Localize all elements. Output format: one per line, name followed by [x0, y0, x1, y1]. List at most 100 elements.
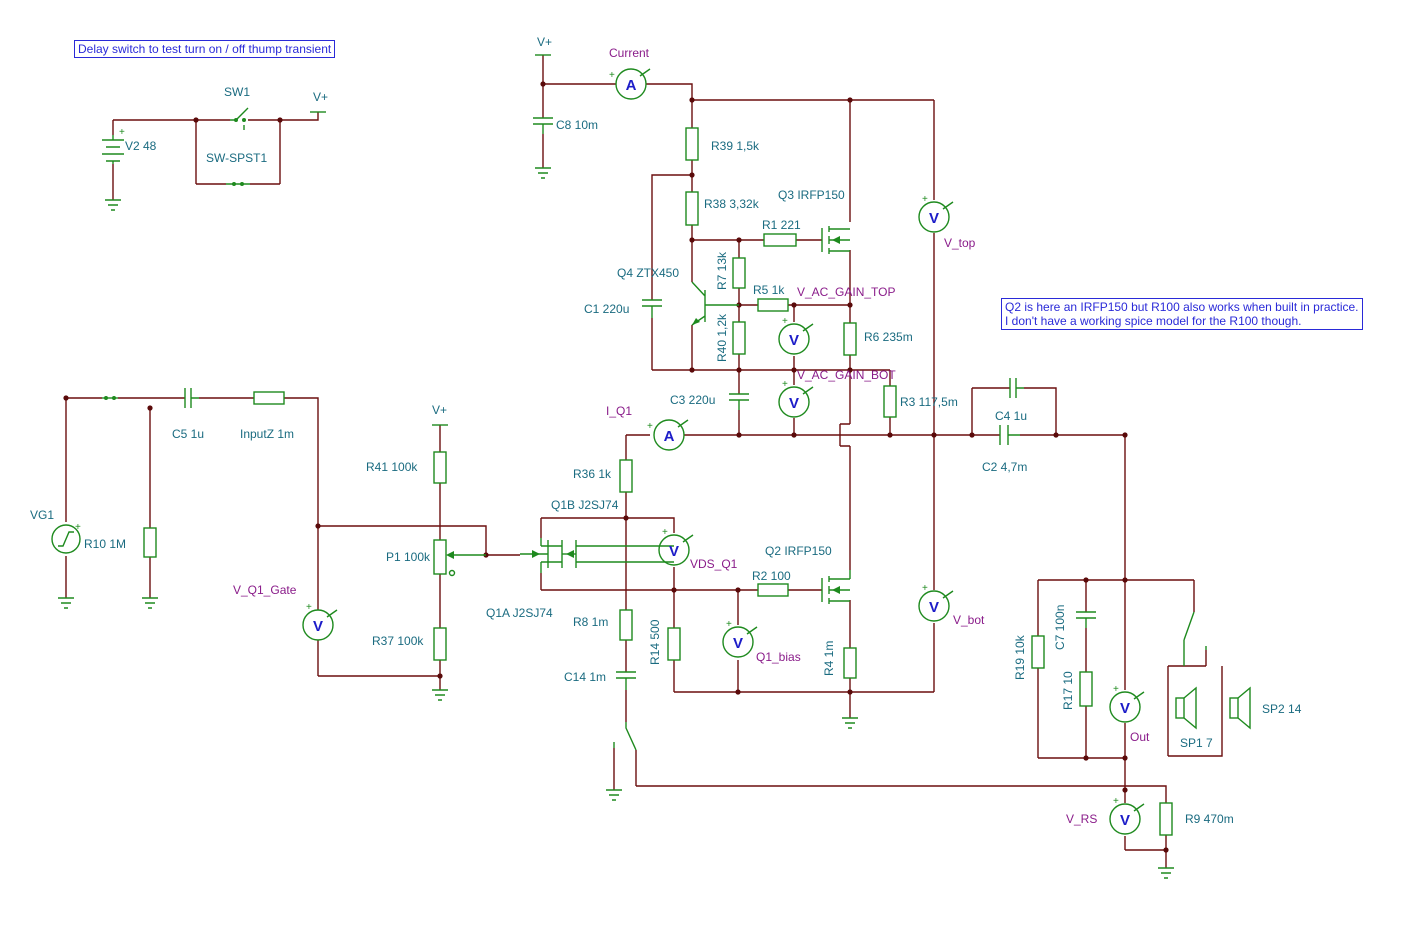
label-v-ac-gain-top: V_AC_GAIN_TOP: [797, 285, 895, 299]
supply-terminals: [310, 54, 551, 426]
speaker-switch[interactable]: [1183, 611, 1207, 666]
voltmeter-v-top: V+: [918, 194, 954, 233]
label-c8: C8 10m: [556, 118, 598, 132]
voltmeter-v-rs: V+: [1109, 796, 1145, 835]
c8-capacitor: [533, 117, 553, 134]
generator-vg1[interactable]: +: [51, 522, 81, 554]
r6-resistor: [843, 322, 857, 356]
resistors[interactable]: [143, 127, 1173, 836]
q3-mosfet[interactable]: [821, 226, 850, 254]
label-r3: R3 117,5m: [900, 395, 958, 409]
label-r10: R10 1M: [84, 537, 126, 551]
label-r7: R7 13k: [715, 251, 729, 290]
svg-text:+: +: [647, 421, 653, 432]
label-v-ac-gain-bot: V_AC_GAIN_BOT: [797, 368, 896, 382]
label-r37: R37 100k: [372, 634, 424, 648]
ground-symbols: [58, 167, 1174, 879]
label-c14: C14 1m: [564, 670, 606, 684]
label-r36: R36 1k: [573, 467, 612, 481]
r37-resistor: [433, 627, 447, 661]
q1a-jfet[interactable]: [520, 540, 674, 568]
capacitors[interactable]: [184, 117, 1096, 690]
svg-text:V: V: [733, 635, 743, 652]
voltmeter-vds-q1: V+: [658, 527, 694, 566]
component-labels: V2 48 SW1 SW-SPST1 V+ V+ V+ C8 10m Curre…: [30, 35, 1302, 826]
q2-note-line-1: Q2 is here an IRFP150 but R100 also work…: [1005, 300, 1359, 314]
label-r19: R19 10k: [1013, 634, 1027, 680]
label-q1-bias: Q1_bias: [756, 650, 801, 664]
junction-dots: [63, 81, 1169, 853]
label-sp2: SP2 14: [1262, 702, 1302, 716]
r7-resistor: [732, 257, 746, 289]
label-c7: C7 100n: [1053, 605, 1067, 650]
label-v-q1-gate: V_Q1_Gate: [233, 583, 297, 597]
speaker-sp1[interactable]: [1175, 686, 1197, 730]
svg-text:V: V: [929, 599, 939, 616]
delay-switch-note: Delay switch to test turn on / off thump…: [74, 40, 336, 58]
c5-capacitor: [184, 388, 199, 408]
speaker-sp2[interactable]: [1229, 686, 1251, 730]
c3-capacitor: [729, 393, 749, 410]
label-i-q1: I_Q1: [606, 404, 632, 418]
label-out: Out: [1130, 730, 1150, 744]
svg-text:V: V: [789, 395, 799, 412]
r4-resistor: [843, 647, 857, 679]
label-q3: Q3 IRFP150: [778, 188, 845, 202]
label-c1: C1 220u: [584, 302, 629, 316]
q2-note-line-2: I don't have a working spice model for t…: [1005, 314, 1302, 328]
label-q4: Q4 ZTX450: [617, 266, 679, 280]
label-c4: C4 1u: [995, 409, 1027, 423]
r39-resistor: [685, 127, 699, 161]
label-r17: R17 10: [1061, 671, 1075, 710]
label-r5: R5 1k: [753, 283, 785, 297]
svg-text:+: +: [609, 70, 615, 81]
label-c2: C2 4,7m: [982, 460, 1027, 474]
r3-resistor: [883, 385, 897, 418]
label-vg1: VG1: [30, 508, 54, 522]
svg-text:+: +: [922, 583, 928, 594]
r19-resistor: [1031, 635, 1045, 669]
svg-text:+: +: [75, 522, 81, 533]
p1-wiper[interactable]: [446, 551, 486, 577]
label-v-bot: V_bot: [953, 613, 985, 627]
c2-capacitor: [999, 425, 1020, 445]
q4-bjt[interactable]: [691, 281, 739, 326]
voltmeter-ac-gain-top: V+: [778, 316, 814, 355]
input-switch[interactable]: [102, 396, 118, 400]
label-c3: C3 220u: [670, 393, 715, 407]
r2-resistor: [757, 583, 789, 597]
svg-text:+: +: [1113, 796, 1119, 807]
svg-text:+: +: [662, 527, 668, 538]
svg-text:V: V: [1120, 812, 1130, 829]
label-inputz: InputZ 1m: [240, 427, 294, 441]
q2-mosfet[interactable]: [821, 570, 851, 604]
label-r1: R1 221: [762, 218, 801, 232]
label-v-top: V_top: [944, 236, 976, 250]
q1b-jfet[interactable]: [540, 538, 576, 573]
label-r39: R39 1,5k: [711, 139, 760, 153]
battery-v2[interactable]: +: [102, 127, 125, 164]
label-vplus-3: V+: [432, 403, 447, 417]
meters[interactable]: A+ A+ V+ V+ V+ V+ V+ V+ V+ V+ V+: [302, 68, 1145, 835]
c1-capacitor: [642, 299, 662, 318]
svg-text:V: V: [669, 543, 679, 560]
svg-text:+: +: [119, 127, 125, 138]
label-q1b: Q1B J2SJ74: [551, 498, 619, 512]
r9-resistor: [1159, 802, 1173, 836]
svg-text:A: A: [664, 428, 675, 445]
label-p1: P1 100k: [386, 550, 431, 564]
r10-resistor: [143, 527, 157, 558]
ammeter-i-q1: A+: [647, 419, 689, 451]
r40-resistor: [732, 321, 746, 355]
c14-switch[interactable]: [613, 722, 637, 751]
label-r40: R40 1,2k: [715, 313, 729, 362]
svg-text:+: +: [782, 316, 788, 327]
r1-resistor: [763, 233, 797, 247]
label-c5: C5 1u: [172, 427, 204, 441]
label-sw1: SW1: [224, 85, 250, 99]
switch-sw1[interactable]: [226, 107, 250, 186]
svg-text:+: +: [1113, 684, 1119, 695]
r38-resistor: [685, 191, 699, 226]
label-sw-spst1: SW-SPST1: [206, 151, 267, 165]
